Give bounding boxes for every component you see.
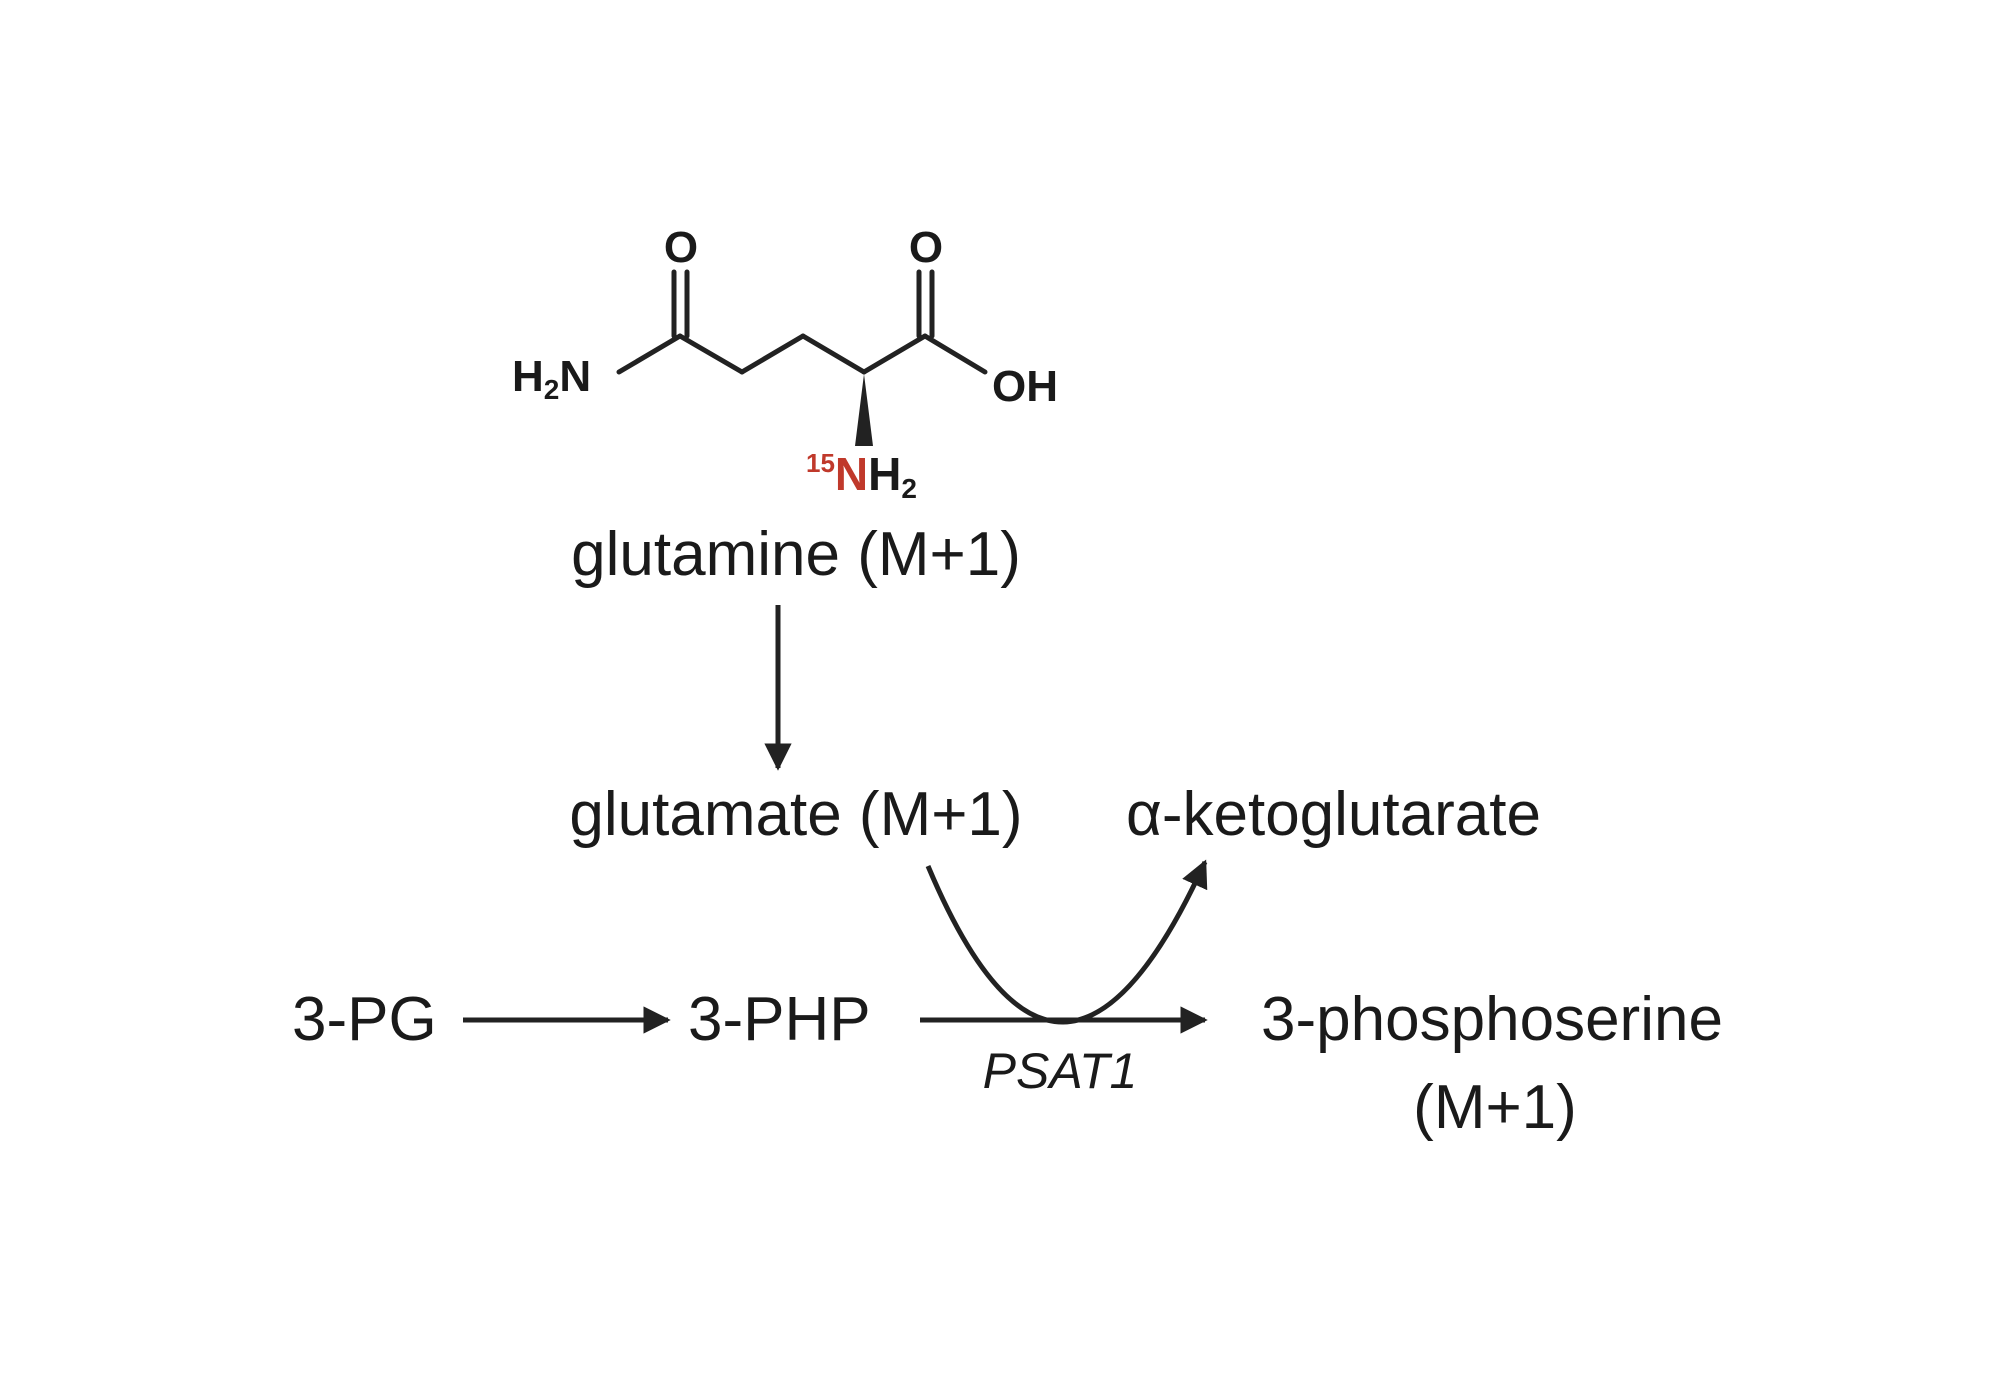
bond-c3-c4: [800, 333, 867, 375]
enzyme-label: PSAT1: [983, 1043, 1138, 1099]
glutamine-label: glutamine (M+1): [571, 520, 1021, 589]
bond-n-c1: [616, 333, 683, 375]
isotope-amine-group: 15NH2: [806, 448, 917, 504]
amine-h: H: [868, 448, 901, 500]
amide-h: H: [512, 352, 544, 401]
pg-label: 3-PG: [292, 985, 437, 1054]
amide-n: N: [559, 352, 591, 401]
phosphoserine-suffix-label: (M+1): [1413, 1073, 1577, 1142]
wedge-bond: [855, 374, 873, 446]
php-label: 3-PHP: [688, 985, 871, 1054]
phosphoserine-label: 3-phosphoserine: [1261, 985, 1723, 1054]
arrow-glutamate-to-akg: [925, 859, 1208, 1025]
isotope-nitrogen: N: [835, 448, 868, 500]
bond-c2-c3: [739, 333, 806, 375]
carbonyl-oxygen-left: O: [664, 223, 698, 272]
amine-subscript: 2: [901, 473, 917, 504]
amide-subscript: 2: [544, 374, 560, 405]
isotope-mass: 15: [806, 448, 835, 478]
amide-group: H2N: [512, 352, 591, 405]
bond-c1-c2: [677, 333, 745, 375]
hydroxyl-group: OH: [992, 362, 1058, 411]
carbonyl-oxygen-right: O: [909, 223, 943, 272]
akg-label: α-ketoglutarate: [1126, 780, 1541, 849]
glutamine-structure: [616, 269, 988, 375]
bond-c5-oh: [922, 333, 988, 375]
glutamate-label: glutamate (M+1): [569, 780, 1022, 849]
bond-c4-c5: [861, 333, 928, 375]
